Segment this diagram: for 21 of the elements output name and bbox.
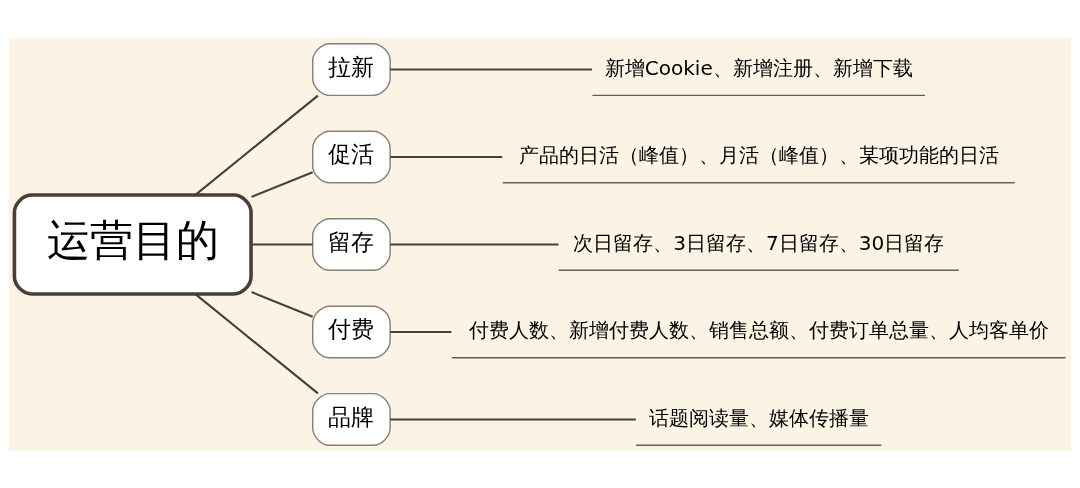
connector bbox=[390, 242, 559, 246]
node-text: 付费人数、新增付费人数、销售总额、付费订单总量、人均客单价 bbox=[468, 317, 1049, 342]
node-text: 话题阅读量、媒体传播量 bbox=[648, 405, 869, 430]
connector bbox=[194, 292, 319, 394]
connector bbox=[251, 170, 314, 198]
connector bbox=[194, 94, 319, 196]
node-box: 品牌 bbox=[312, 392, 391, 446]
node-text: 产品的日活（峰值）、月活（峰值）、某项功能的日活 bbox=[518, 142, 999, 167]
node-box: 付费 bbox=[312, 304, 391, 358]
node-box: 运营目的 bbox=[12, 192, 253, 296]
node-box: 留存 bbox=[312, 217, 391, 271]
connector bbox=[390, 330, 452, 333]
connector bbox=[390, 155, 503, 158]
connector bbox=[390, 417, 636, 421]
connector bbox=[251, 290, 314, 318]
connector bbox=[390, 67, 592, 71]
node-text: 次日留存、3日留存、7日留存、30日留存 bbox=[573, 230, 945, 255]
node-box: 促活 bbox=[312, 130, 391, 184]
node-box: 拉新 bbox=[312, 42, 391, 96]
connector bbox=[251, 242, 313, 246]
node-text: 新增Cookie、新增注册、新增下载 bbox=[604, 55, 913, 80]
